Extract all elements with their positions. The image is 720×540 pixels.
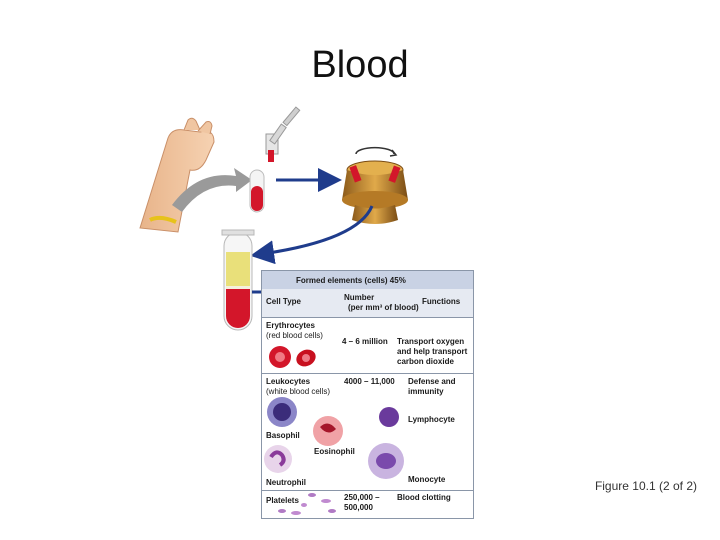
platelets-icon xyxy=(278,493,336,515)
erythrocytes-number: 4 – 6 million xyxy=(342,337,388,346)
leukocytes-number: 4000 – 11,000 xyxy=(344,377,395,386)
neutrophil-cell xyxy=(264,445,292,473)
lymphocyte-cell xyxy=(379,407,399,427)
platelets-label: Platelets xyxy=(266,496,299,505)
erythrocytes-sublabel: (red blood cells) xyxy=(266,331,323,340)
erythrocytes-label: Erythrocytes xyxy=(266,321,315,330)
gray-arrow xyxy=(172,168,252,212)
column-header-row xyxy=(262,289,473,317)
lymphocyte-label: Lymphocyte xyxy=(408,415,455,424)
column-number: Number xyxy=(344,293,375,302)
erythrocytes-function-3: carbon dioxide xyxy=(397,357,454,366)
basophil-label: Basophil xyxy=(266,431,300,440)
syringe-icon xyxy=(265,106,301,162)
leukocytes-function-1: Defense and xyxy=(408,377,456,386)
figure-caption: Figure 10.1 (2 of 2) xyxy=(594,479,697,493)
leukocytes-sublabel: (white blood cells) xyxy=(266,387,331,396)
platelets-number-1: 250,000 – xyxy=(344,493,380,502)
white-blood-cells-icon xyxy=(264,397,404,479)
column-functions: Functions xyxy=(422,297,461,306)
leukocytes-label: Leukocytes xyxy=(266,377,311,386)
platelets-number-2: 500,000 xyxy=(344,503,373,512)
blue-arrow-to-test-tube xyxy=(250,205,374,265)
neutrophil-label: Neutrophil xyxy=(266,478,306,487)
table-heading: Formed elements (cells) 45% xyxy=(296,276,406,285)
separated-blood-tube-icon xyxy=(221,229,255,331)
formed-elements-table: Formed elements (cells) 45% Cell Type Nu… xyxy=(261,270,474,519)
erythrocytes-function-1: Transport oxygen xyxy=(397,337,465,346)
eosinophil-label: Eosinophil xyxy=(314,447,355,456)
centrifuge-icon xyxy=(342,146,408,224)
red-blood-cells-icon xyxy=(269,346,316,368)
monocyte-label: Monocyte xyxy=(408,475,446,484)
sample-tube-icon xyxy=(249,169,265,213)
platelets-function: Blood clotting xyxy=(397,493,451,502)
column-cell-type: Cell Type xyxy=(266,297,301,306)
erythrocytes-function-2: and help transport xyxy=(397,347,468,356)
column-number-unit: (per mm³ of blood) xyxy=(348,303,419,312)
slide-title: Blood xyxy=(311,44,409,86)
leukocytes-function-2: immunity xyxy=(408,387,444,396)
arm-icon xyxy=(139,117,215,233)
